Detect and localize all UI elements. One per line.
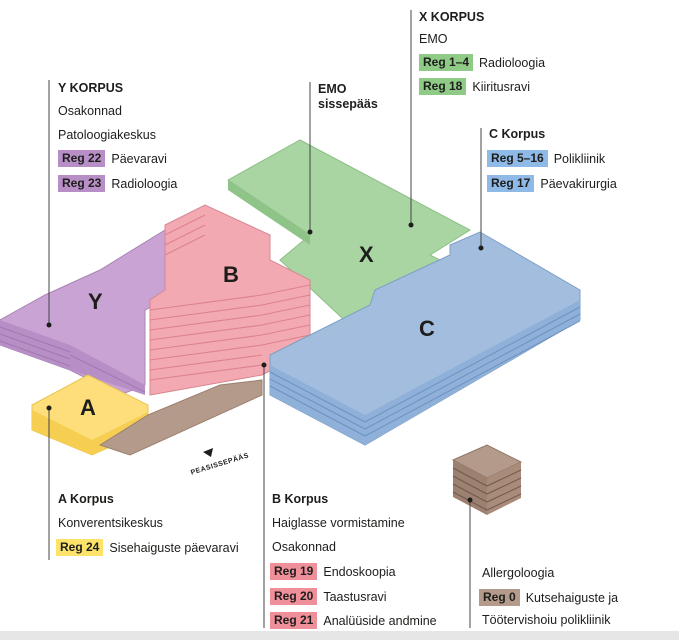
reg-name: Radioloogia xyxy=(479,55,546,70)
connector-building xyxy=(98,379,263,456)
bottom-bar xyxy=(0,631,679,640)
a-korpus-title: A Korpus xyxy=(58,492,114,506)
reg-name: Analüüside andmine xyxy=(323,613,437,628)
b-korpus-reg-3: Reg 21 Analüüside andmine xyxy=(270,612,437,629)
y-korpus-reg-2: Reg 23 Radioloogia xyxy=(58,175,177,192)
y-korpus-title: Y KORPUS xyxy=(58,81,124,95)
separate-line1: Allergoloogia xyxy=(482,566,555,580)
reg-name: Endoskoopia xyxy=(323,564,396,579)
a-korpus-reg-1: Reg 24 Sisehaiguste päevaravi xyxy=(56,539,239,556)
leader-dots xyxy=(46,222,484,503)
reg-name: Kutsehaiguste ja xyxy=(525,590,619,605)
reg-badge: Reg 18 xyxy=(419,78,467,95)
reg-name: Sisehaiguste päevaravi xyxy=(109,540,239,555)
b-korpus-line1: Haiglasse vormistamine xyxy=(272,516,405,530)
x-korpus-reg-2: Reg 18 Kiiritusravi xyxy=(419,78,530,95)
x-korpus-title: X KORPUS xyxy=(419,10,485,24)
c-korpus-reg-1: Reg 5–16 Polikliinik xyxy=(487,150,605,167)
reg-name: Polikliinik xyxy=(553,151,606,166)
leader-lines xyxy=(48,10,482,628)
building-y-letter: Y xyxy=(88,289,103,314)
emo-entrance-label: EMO sissepääs xyxy=(318,82,378,111)
reg-badge: Reg 17 xyxy=(487,175,535,192)
building-x-letter: X xyxy=(359,242,374,267)
building-c-letter: C xyxy=(419,316,435,341)
reg-name: Kiiritusravi xyxy=(472,79,531,94)
reg-badge: Reg 23 xyxy=(58,175,106,192)
building-y xyxy=(0,229,166,396)
reg-name: Päevaravi xyxy=(111,151,167,166)
reg-badge: Reg 5–16 xyxy=(487,150,548,167)
a-korpus-line1: Konverentsikeskus xyxy=(58,516,163,530)
x-korpus-reg-1: Reg 1–4 Radioloogia xyxy=(419,54,545,71)
reg-badge: Reg 22 xyxy=(58,150,106,167)
b-korpus-title: B Korpus xyxy=(272,492,329,506)
reg-name: Radioloogia xyxy=(111,176,178,191)
separate-line2: Töötervishoiu polikliinik xyxy=(482,613,611,627)
y-korpus-reg-1: Reg 22 Päevaravi xyxy=(58,150,167,167)
c-korpus-title: C Korpus xyxy=(489,127,546,141)
entrance-arrow-icon xyxy=(203,448,213,457)
y-korpus-line2: Patoloogiakeskus xyxy=(58,128,156,142)
reg-name: Päevakirurgia xyxy=(540,176,617,191)
reg-badge: Reg 20 xyxy=(270,588,318,605)
reg-badge: Reg 24 xyxy=(56,539,104,556)
building-b-letter: B xyxy=(223,262,239,287)
separate-reg: Reg 0 Kutsehaiguste ja xyxy=(479,589,618,606)
c-korpus-reg-2: Reg 17 Päevakirurgia xyxy=(487,175,617,192)
reg-badge: Reg 21 xyxy=(270,612,318,629)
x-korpus-emo: EMO xyxy=(419,32,448,46)
b-korpus-line2: Osakonnad xyxy=(272,540,336,554)
building-c xyxy=(269,231,581,446)
b-korpus-reg-2: Reg 20 Taastusravi xyxy=(270,588,387,605)
reg-badge: Reg 1–4 xyxy=(419,54,474,71)
reg-badge: Reg 19 xyxy=(270,563,318,580)
building-a-letter: A xyxy=(80,395,96,420)
y-korpus-line1: Osakonnad xyxy=(58,104,122,118)
reg-name: Taastusravi xyxy=(323,589,387,604)
b-korpus-reg-1: Reg 19 Endoskoopia xyxy=(270,563,396,580)
separate-building xyxy=(451,444,523,515)
reg-badge: Reg 0 xyxy=(479,589,520,606)
